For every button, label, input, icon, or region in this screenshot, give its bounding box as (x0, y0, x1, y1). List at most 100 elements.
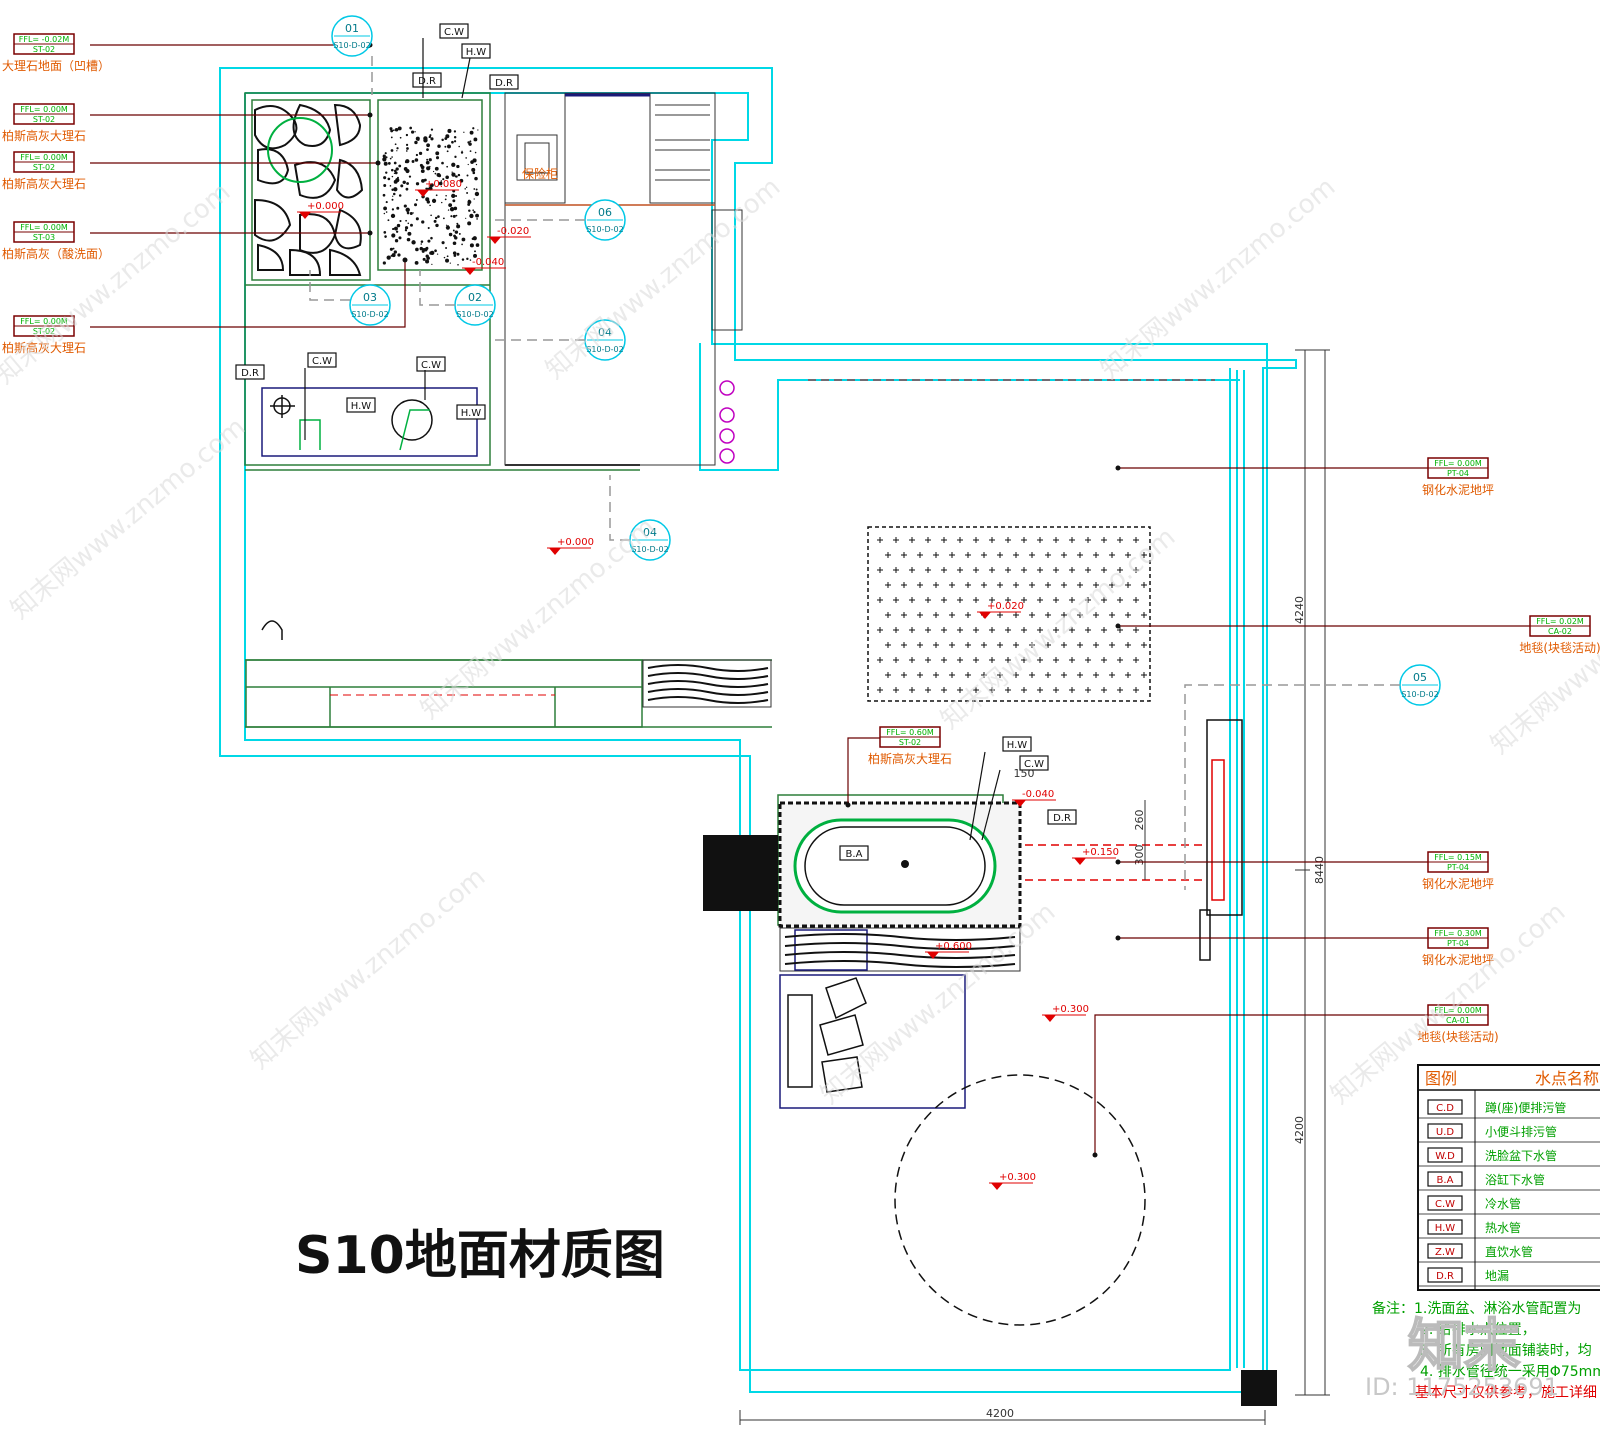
section-sheet: S10-D-02 (631, 545, 668, 554)
rug-cross (965, 612, 971, 618)
speckle-dot (414, 260, 419, 265)
speckle-dot (414, 158, 419, 162)
leader-dot (367, 230, 373, 236)
speckle-dot (431, 263, 433, 265)
speckle-dot (384, 236, 387, 238)
speckle-dot (464, 188, 466, 190)
speckle-dot (436, 172, 441, 177)
speckle-dot (447, 128, 452, 133)
speckle-dot (440, 180, 443, 182)
wall-fixture-circles (719, 380, 735, 464)
speckle-dot (442, 217, 445, 220)
speckle-dot (394, 143, 397, 146)
speckle-dot (406, 237, 411, 242)
speckle-dot (394, 127, 399, 132)
speckle-dot (445, 195, 447, 197)
rug-cross (1117, 627, 1123, 633)
wardrobe (504, 92, 743, 466)
speckle-dot (437, 144, 441, 148)
fixture-tag: D.R (412, 72, 442, 88)
tag-ffl: FFL= 0.15M (1434, 853, 1482, 862)
speckle-dot (434, 172, 437, 175)
rug-cross (1117, 597, 1123, 603)
speckle-dot (475, 243, 480, 247)
rug-cross (909, 567, 915, 573)
dim-4200-v: 4200 (1293, 1116, 1306, 1144)
speckle-dot (394, 171, 398, 175)
image-id: ID: 1175253691 (1365, 1373, 1559, 1401)
speckle-dot (396, 147, 399, 150)
speckle-dot (415, 199, 418, 201)
tag-material: 大理石地面（凹槽） (2, 59, 110, 73)
speckle-dot (469, 213, 474, 219)
rug-cross (1045, 582, 1051, 588)
speckle-dot (467, 200, 472, 205)
tag-code: ST-03 (33, 233, 55, 242)
speckle-dot (435, 151, 440, 156)
rug-cross (877, 597, 883, 603)
pipe-stub (981, 769, 1001, 841)
watermark-text: 知末网www.znzmo.com (1095, 172, 1341, 385)
section-sheet: S10-D-02 (586, 225, 623, 234)
rug-cross (1053, 567, 1059, 573)
rug-cross (877, 537, 883, 543)
rug-cross (909, 657, 915, 663)
level-value: +0.600 (935, 941, 972, 952)
speckle-dot (473, 188, 476, 190)
fixture-tag: H.W (1002, 736, 1032, 752)
speckle-dot (473, 253, 478, 258)
fixture-tag: D.R (489, 74, 519, 90)
section-references: 01S10-D-0206S10-D-0203S10-D-0202S10-D-02… (309, 15, 1441, 890)
speckle-dot (395, 167, 399, 171)
speckle-dot (391, 188, 394, 191)
rug-cross (1125, 672, 1131, 678)
tag-code: PT-04 (1447, 863, 1469, 872)
speckle-dot (399, 136, 402, 139)
watermark-text: 知末网www.znzmo.com (0, 177, 236, 390)
speckle-dot (392, 227, 395, 231)
speckle-dot (382, 193, 386, 197)
wood-bench (642, 659, 772, 708)
rug-cross (957, 567, 963, 573)
rug-cross (933, 552, 939, 558)
speckle-dot (454, 175, 457, 178)
rug-cross (973, 687, 979, 693)
speckle-dot (405, 168, 410, 174)
section-sheet: S10-D-02 (351, 310, 388, 319)
speckle-dot (444, 145, 447, 148)
marble-floor-pattern (254, 103, 364, 276)
rug-cross (901, 552, 907, 558)
tag-code: ST-02 (33, 45, 55, 54)
speckle-dot (382, 157, 387, 162)
section-leader (609, 475, 630, 541)
speckle-dot (398, 236, 402, 240)
speckle-dot (457, 264, 459, 266)
speckle-dot (447, 209, 450, 211)
speckle-dot (448, 232, 453, 237)
speckle-dot (387, 162, 391, 165)
section-sheet: S10-D-02 (586, 345, 623, 354)
rug-cross (1045, 672, 1051, 678)
rug-cross (1045, 552, 1051, 558)
legend-code: C.W (1435, 1199, 1455, 1210)
speckle-dot (445, 175, 449, 180)
tag-code: PT-04 (1447, 939, 1469, 948)
speckle-dot (466, 174, 469, 177)
speckle-dot (405, 133, 409, 137)
speckle-dot (459, 178, 464, 183)
speckle-dot (391, 198, 394, 201)
speckle-dot (468, 209, 471, 212)
speckle-dot (425, 254, 429, 258)
speckle-dot (444, 198, 447, 201)
speckle-dot (405, 207, 410, 212)
rug-cross (997, 672, 1003, 678)
speckle-dot (451, 140, 454, 144)
level-mark: +0.020 (977, 601, 1024, 619)
rug-cross (997, 612, 1003, 618)
legend-code: C.D (1436, 1103, 1454, 1114)
rug-cross (949, 642, 955, 648)
speckle-dot (451, 162, 456, 167)
